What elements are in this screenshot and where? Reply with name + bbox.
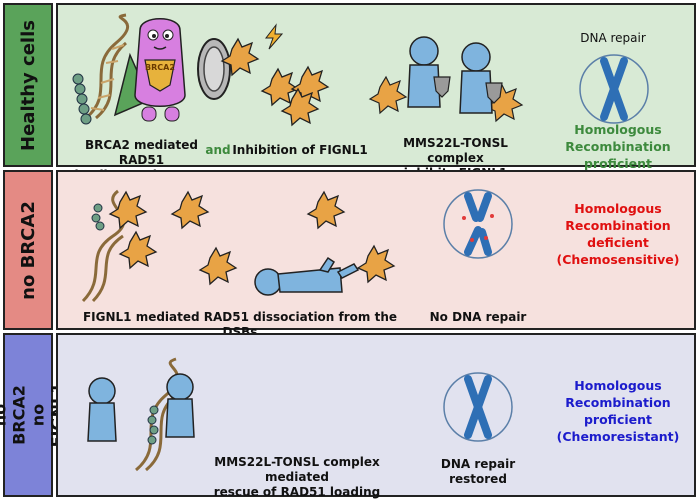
damaged-chromosome-icon [443,189,513,259]
row-no-brca2: no BRCA2 FIGNL1 mediated RAD51 [0,170,700,339]
side-label-healthy: Healthy cells [3,3,53,167]
and-caption: and [205,143,231,157]
brca2-hero-icon [113,18,186,122]
rad51-beads-icon [72,73,92,125]
chromosome-icon [443,372,513,442]
side-label-no-brca2: no BRCA2 [3,170,53,330]
dna-repair-label: DNA repair [580,31,646,45]
fignl1-enemy-group-icon [108,190,396,286]
mms22l-tonsl-figures-icon [368,36,524,123]
chromosome-icon [579,54,649,124]
row-healthy: Healthy cells BRCA2 [0,3,700,182]
dna-helix-icon [85,13,130,120]
shield-icon [197,38,231,100]
helper-figures-icon [87,373,195,442]
brca2-badge: BRCA2 [145,63,175,72]
row-no-brca2-no-fignl1: no BRCA2 no FIGNL1 MMS22L-TONSL complex … [0,333,700,499]
dna-helix-icon [81,189,126,303]
side-label-text: no BRCA2 [17,200,39,300]
inhibition-caption: Inhibition of FIGNL1 [232,143,368,157]
outcome-no-brca2: Homologous Recombination deficient (Chem… [556,201,680,267]
repair-restored-caption: DNA repair restored [440,457,516,486]
rescue-caption: MMS22L-TONSL complex mediated rescue of … [213,455,381,499]
fallen-figure-icon [254,256,360,296]
fignl1-enemy-group-icon [220,37,330,127]
outcome-rescued: Homologous Recombination proficient (Che… [556,378,680,444]
outcome-healthy: Homologous Recombination proficient [565,122,671,171]
side-label-text: Healthy cells [17,19,39,151]
lightning-icon [264,23,284,50]
side-label-no-brca2-no-fignl1: no BRCA2 no FIGNL1 [0,333,66,497]
no-repair-caption: No DNA repair [429,310,527,324]
